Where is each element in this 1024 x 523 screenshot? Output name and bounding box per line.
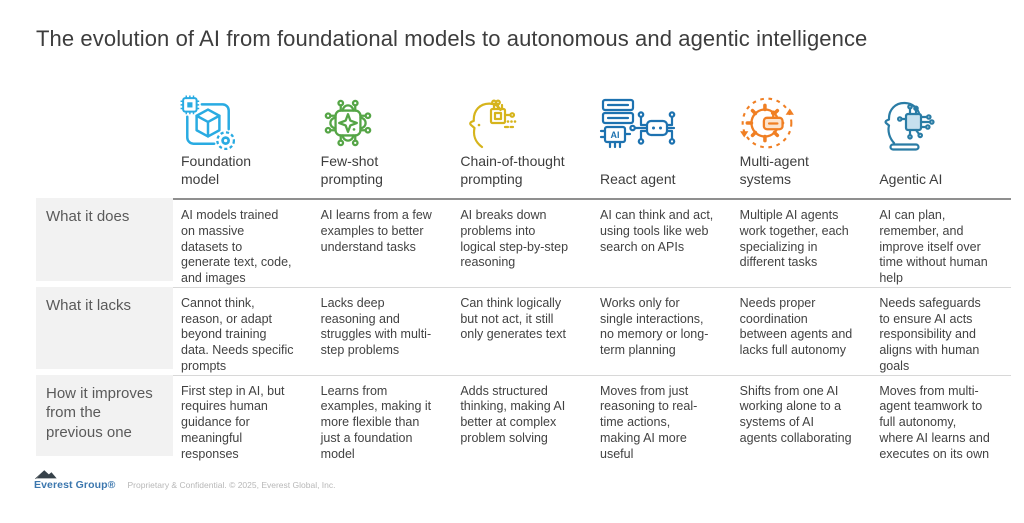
cell-lacks-few-shot-prompting: Lacks deep reasoning and struggles with … (312, 286, 453, 375)
cell-does-foundation-model: AI models trained on massive datasets to… (173, 198, 313, 287)
column-header-react-agent: React agent (600, 171, 676, 188)
cell-does-multi-agent-systems: Multiple AI agents work together, each s… (731, 198, 872, 287)
cell-improves-multi-agent-systems: Shifts from one AI working alone to a sy… (731, 374, 872, 463)
mountain-icon (35, 470, 57, 480)
cell-improves-few-shot-prompting: Learns from examples, making it more fle… (312, 374, 453, 463)
confidentiality-note: Proprietary & Confidential. © 2025, Ever… (127, 480, 336, 490)
column-header-agentic-ai: Agentic AI (879, 171, 943, 188)
cell-does-chain-of-thought: AI breaks down problems into logical ste… (452, 198, 592, 287)
cell-lacks-foundation-model: Cannot think, reason, or adapt beyond tr… (173, 286, 313, 375)
column-header-few-shot-prompting: Few-shot prompting (320, 153, 383, 188)
cell-lacks-agentic-ai: Needs safeguards to ensure AI acts respo… (871, 286, 1011, 375)
cell-improves-chain-of-thought: Adds structured thinking, making AI bett… (452, 374, 592, 463)
agentic-ai-icon (871, 84, 1011, 154)
footer: Everest Group® Proprietary & Confidentia… (34, 468, 336, 491)
page-title: The evolution of AI from foundational mo… (36, 26, 868, 51)
react-agent-icon: AI (592, 84, 732, 154)
cell-does-agentic-ai: AI can plan, remember, and improve itsel… (871, 198, 1011, 287)
cell-does-react-agent: AI can think and act, using tools like w… (592, 198, 732, 287)
column-header-foundation-model: Foundation model (181, 153, 252, 188)
foundation-model-icon (173, 84, 313, 154)
row-header-how-it-improves: How it improves from the previous one (36, 374, 173, 457)
cell-does-few-shot-prompting: AI learns from a few examples to better … (312, 198, 453, 287)
cell-improves-foundation-model: First step in AI, but requires human gui… (173, 374, 313, 463)
cell-lacks-multi-agent-systems: Needs proper coordination between agents… (731, 286, 872, 375)
column-header-multi-agent-systems: Multi-agent systems (739, 153, 809, 188)
corner-cell (36, 154, 173, 198)
cell-improves-react-agent: Moves from just reasoning to real-time a… (592, 374, 732, 463)
everest-group-logo: Everest Group® (34, 468, 116, 491)
few-shot-prompting-icon (313, 84, 453, 154)
cell-lacks-chain-of-thought: Can think logically but not act, it stil… (452, 286, 592, 375)
row-header-what-it-does: What it does (36, 198, 173, 281)
row-header-what-it-lacks: What it lacks (36, 286, 173, 369)
svg-text:AI: AI (611, 130, 620, 140)
brand-name: Everest Group® (34, 479, 116, 491)
evolution-table: AI (36, 84, 1011, 462)
multi-agent-systems-icon (732, 84, 872, 154)
column-header-chain-of-thought: Chain-of-thought prompting (460, 153, 565, 188)
cell-improves-agentic-ai: Moves from multi-agent teamwork to full … (871, 374, 1011, 463)
corner-cell (36, 84, 173, 154)
cell-lacks-react-agent: Works only for single interactions, no m… (592, 286, 732, 375)
chain-of-thought-icon (452, 84, 592, 154)
